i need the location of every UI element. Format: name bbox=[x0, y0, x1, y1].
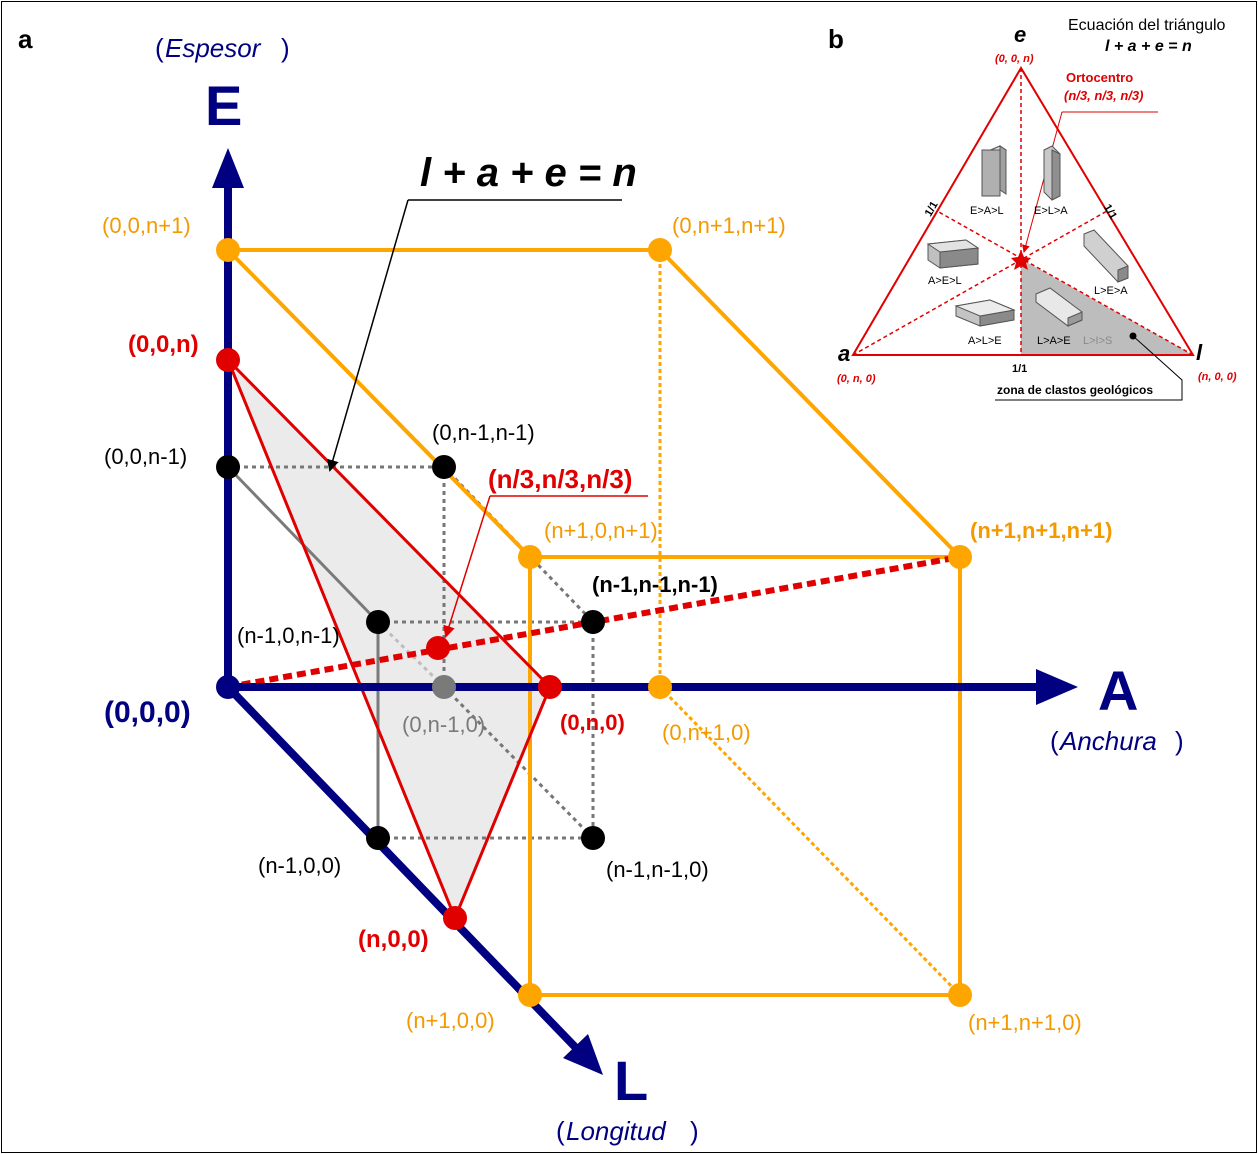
geo-zone-label: zona de clastos geológicos bbox=[997, 383, 1153, 397]
axis-L-name: Longitud bbox=[566, 1116, 667, 1146]
axis-A-name: Anchura bbox=[1058, 726, 1157, 756]
label-e-n: (0,0,n) bbox=[128, 331, 199, 358]
label-ae-n1: (0,n+1,n+1) bbox=[672, 213, 786, 238]
label-centroid: (n/3,n/3,n/3) bbox=[488, 464, 632, 494]
dot-a-n bbox=[538, 675, 562, 699]
dot-la-nm1 bbox=[581, 826, 605, 850]
label-la-n1: (n+1,n+1,0) bbox=[968, 1010, 1082, 1035]
zone-label-5: A>L>E bbox=[968, 335, 1002, 347]
prism-L-A-E bbox=[1035, 287, 1083, 327]
vertex-dots bbox=[216, 238, 972, 1007]
dot-e-n1 bbox=[216, 238, 240, 262]
prism-A-E-L bbox=[926, 239, 980, 269]
dot-origin bbox=[216, 675, 240, 699]
ternary-triangle bbox=[851, 66, 1195, 356]
panel-label-b: b bbox=[828, 24, 844, 54]
ternary-medians bbox=[852, 68, 1194, 356]
label-ae-nm1: (0,n-1,n-1) bbox=[432, 420, 535, 445]
dot-e-n bbox=[216, 348, 240, 372]
axis-E-name-paren-close: ) bbox=[281, 33, 290, 63]
axis-E-name: Espesor bbox=[165, 33, 262, 63]
orthocenter-coords: (n/3, n/3, n/3) bbox=[1064, 88, 1143, 103]
axis-L-arrowhead bbox=[563, 1034, 603, 1075]
axis-L-letter: L bbox=[614, 1049, 648, 1112]
centroid-pointer bbox=[443, 495, 491, 638]
zone-label-4: L>E>A bbox=[1094, 285, 1128, 297]
label-la-nm1: (n-1,n-1,0) bbox=[606, 857, 709, 882]
axis-L-name-paren-open: ( bbox=[556, 1116, 565, 1146]
dot-le-n1 bbox=[518, 545, 542, 569]
label-a-n1: (0,n+1,0) bbox=[662, 720, 751, 745]
label-all-nm1: (n-1,n-1,n-1) bbox=[592, 572, 718, 597]
prism-L-E-A bbox=[1083, 229, 1129, 283]
ratio-bottom: 1/1 bbox=[1012, 363, 1027, 375]
dot-all-nm1 bbox=[581, 610, 605, 634]
dot-centroid bbox=[426, 636, 450, 660]
dot-la-n1 bbox=[948, 983, 972, 1007]
inset-title-line2: l + a + e = n bbox=[1105, 38, 1192, 55]
axis-E-letter: E bbox=[205, 74, 242, 137]
inset-vertex-e-coords: (0, 0, n) bbox=[995, 53, 1034, 65]
zone-label-3: A>E>L bbox=[928, 275, 962, 287]
inset-vertex-a: a bbox=[838, 341, 850, 366]
axis-L-name-paren-close: ) bbox=[690, 1116, 699, 1146]
geo-zone-leader bbox=[995, 335, 1183, 401]
dot-ae-nm1 bbox=[432, 455, 456, 479]
orthocenter-label: Ortocentro bbox=[1066, 70, 1133, 85]
label-all-n1: (n+1,n+1,n+1) bbox=[970, 518, 1112, 543]
inset-vertex-e: e bbox=[1014, 22, 1026, 47]
dot-a-nm1 bbox=[432, 675, 456, 699]
dot-l-n1 bbox=[518, 983, 542, 1007]
equation-label: l + a + e = n bbox=[420, 151, 637, 195]
equation-triangle bbox=[226, 358, 552, 922]
label-l-n1: (n+1,0,0) bbox=[406, 1008, 495, 1033]
label-origin: (0,0,0) bbox=[104, 696, 191, 729]
prism-E-A-L bbox=[981, 145, 1008, 197]
inset-vertex-l-coords: (n, 0, 0) bbox=[1198, 371, 1237, 383]
inset-vertex-a-coords: (0, n, 0) bbox=[837, 373, 876, 385]
prism-A-L-E bbox=[954, 299, 1016, 327]
axis-A-name-paren-open: ( bbox=[1050, 726, 1059, 756]
label-le-n1: (n+1,0,n+1) bbox=[544, 518, 658, 543]
label-l-nm1: (n-1,0,0) bbox=[258, 853, 341, 878]
equation-pointer bbox=[327, 199, 409, 472]
orthocenter-pointer bbox=[1021, 111, 1063, 253]
dot-a-n1 bbox=[648, 675, 672, 699]
inset-ternary: Ecuación del triángulo l + a + e = n e (… bbox=[837, 17, 1237, 401]
orthocenter-star bbox=[1011, 250, 1031, 270]
axis-A-name-paren-close: ) bbox=[1175, 726, 1184, 756]
equation-triangle-fill bbox=[228, 360, 550, 918]
ratio-left: 1/1 bbox=[923, 199, 941, 218]
axis-A-letter: A bbox=[1098, 659, 1138, 722]
zone-label-2: E>L>A bbox=[1034, 205, 1068, 217]
outer-cube bbox=[226, 248, 962, 997]
prism-icons bbox=[926, 145, 1129, 327]
label-l-n: (n,0,0) bbox=[358, 926, 429, 953]
panel-label-a: a bbox=[18, 24, 33, 54]
zone-label-6: L>A>E bbox=[1037, 335, 1071, 347]
dot-l-nm1 bbox=[366, 826, 390, 850]
label-a-n: (0,n,0) bbox=[560, 710, 625, 735]
dot-all-n1 bbox=[948, 545, 972, 569]
label-e-nm1: (0,0,n-1) bbox=[104, 444, 187, 469]
axis-A-arrowhead bbox=[1036, 669, 1078, 705]
label-le-nm1: (n-1,0,n-1) bbox=[237, 623, 340, 648]
axis-E-name-paren-open: ( bbox=[155, 33, 164, 63]
dot-l-n bbox=[443, 906, 467, 930]
prism-E-L-A bbox=[1043, 145, 1061, 201]
label-e-n1: (0,0,n+1) bbox=[102, 213, 191, 238]
label-a-nm1: (0,n-1,0) bbox=[402, 712, 485, 737]
dot-e-nm1 bbox=[216, 455, 240, 479]
zone-label-gray: L>I>S bbox=[1083, 335, 1112, 347]
axis-E-arrowhead bbox=[212, 148, 244, 188]
inset-title-line1: Ecuación del triángulo bbox=[1068, 17, 1226, 34]
inset-vertex-l: l bbox=[1196, 340, 1203, 365]
zone-label-1: E>A>L bbox=[970, 205, 1004, 217]
dot-ae-n1 bbox=[648, 238, 672, 262]
dot-le-nm1 bbox=[366, 610, 390, 634]
